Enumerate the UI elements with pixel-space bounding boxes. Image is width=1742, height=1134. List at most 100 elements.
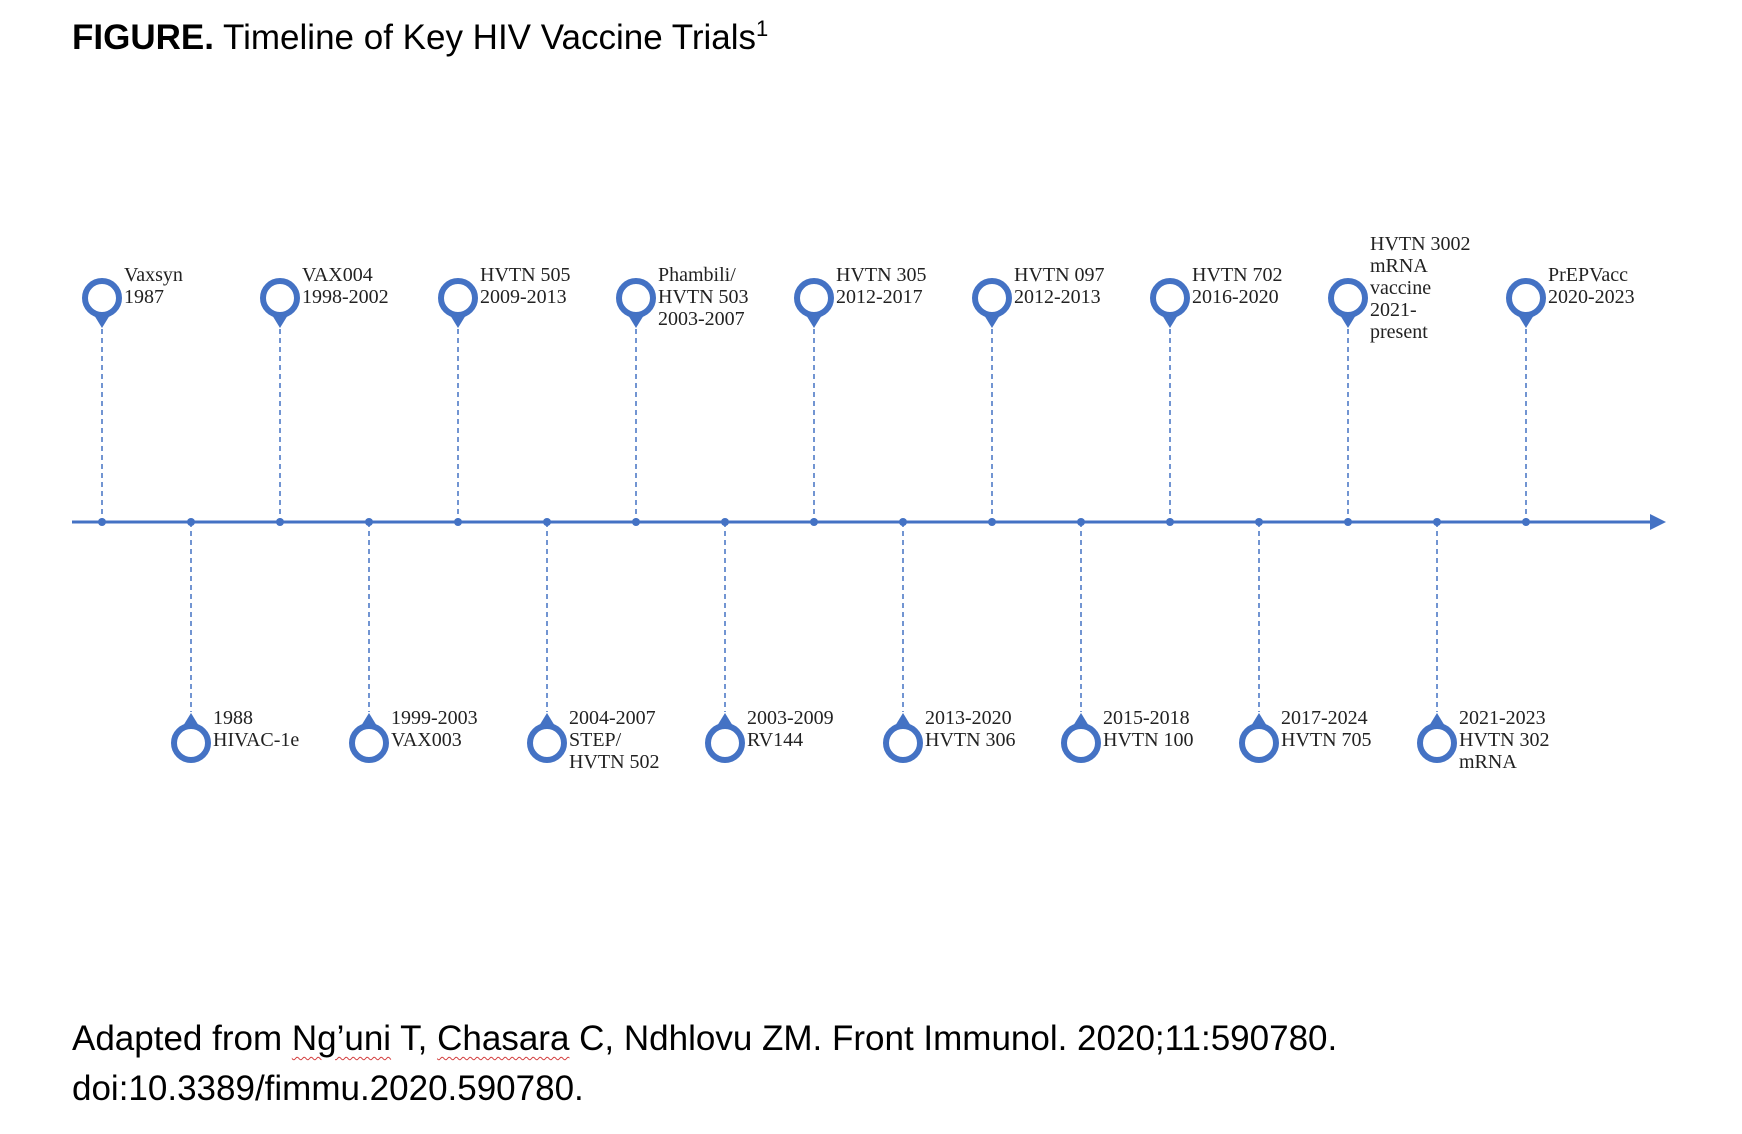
timeline-label-line: 2009-2013 [480, 286, 567, 308]
timeline-label-line: HIVAC-1e [213, 729, 300, 751]
timeline-label-line: 1987 [124, 286, 164, 308]
timeline-item-above [972, 278, 1012, 526]
timeline-item-below [1417, 518, 1457, 763]
axis-dot [810, 518, 818, 526]
timeline-item-below [349, 518, 389, 763]
timeline-item-below [705, 518, 745, 763]
timeline-label-line: 2020-2023 [1548, 286, 1635, 308]
axis-dot [1077, 518, 1085, 526]
map-pin-icon [883, 713, 923, 763]
timeline-label-line: 2017-2024 [1281, 707, 1368, 729]
timeline-label-line: HVTN 702 [1192, 264, 1283, 286]
timeline-label-line: 2003-2007 [658, 308, 745, 330]
map-pin-icon [794, 278, 834, 328]
map-pin-icon [260, 278, 300, 328]
figure-title-superscript: 1 [756, 16, 769, 41]
axis-dot [721, 518, 729, 526]
map-pin-icon [616, 278, 656, 328]
axis-dot [543, 518, 551, 526]
citation-middle-1: T, [391, 1019, 438, 1058]
timeline-item-above [82, 278, 122, 526]
timeline-label-line: 2012-2017 [836, 286, 923, 308]
axis-dot [365, 518, 373, 526]
map-pin-icon [705, 713, 745, 763]
timeline-label-line: vaccine [1370, 277, 1432, 299]
citation-author-1: Ng’uni [291, 1019, 392, 1058]
timeline-label-line: 1988 [213, 707, 253, 729]
axis-dot [98, 518, 106, 526]
timeline-label-line: mRNA [1370, 255, 1428, 277]
timeline-item-below [527, 518, 567, 763]
timeline-label-line: HVTN 302 [1459, 729, 1550, 751]
timeline-label-line: HVTN 502 [569, 751, 660, 773]
map-pin-icon [1328, 278, 1368, 328]
timeline-label-line: mRNA [1459, 751, 1517, 773]
axis-dot [1166, 518, 1174, 526]
timeline-label-line: HVTN 505 [480, 264, 571, 286]
map-pin-icon [171, 713, 211, 763]
map-pin-icon [82, 278, 122, 328]
timeline-label-line: VAX003 [391, 729, 462, 751]
map-pin-icon [349, 713, 389, 763]
map-pin-icon [1061, 713, 1101, 763]
timeline-label-line: 2004-2007 [569, 707, 656, 729]
axis-dot [454, 518, 462, 526]
timeline-item-below [1061, 518, 1101, 763]
axis-dot [1433, 518, 1441, 526]
timeline-label-line: 1998-2002 [302, 286, 389, 308]
axis-dot [1522, 518, 1530, 526]
citation-rest: C, Ndhlovu ZM. Front Immunol. 2020;11:59… [569, 1019, 1338, 1058]
timeline-label-line: RV144 [747, 729, 804, 751]
timeline-label-line: present [1370, 321, 1428, 343]
map-pin-icon [1150, 278, 1190, 328]
map-pin-icon [527, 713, 567, 763]
axis-dot [988, 518, 996, 526]
timeline-item-above [794, 278, 834, 526]
timeline-label-line: Phambili/ [658, 264, 736, 286]
timeline-label-line: HVTN 503 [658, 286, 749, 308]
axis-dot [1255, 518, 1263, 526]
timeline-label-line: 2015-2018 [1103, 707, 1190, 729]
timeline-label-line: 2003-2009 [747, 707, 834, 729]
timeline-label-line: Vaxsyn [124, 264, 183, 286]
axis-dot [632, 518, 640, 526]
axis-dot [276, 518, 284, 526]
timeline-axis [72, 514, 1666, 530]
timeline-item-above [1506, 278, 1546, 526]
citation-doi: doi:10.3389/fimmu.2020.590780. [72, 1069, 584, 1108]
timeline-item-above [260, 278, 300, 526]
timeline-label-line: HVTN 097 [1014, 264, 1105, 286]
timeline-label-line: 2013-2020 [925, 707, 1012, 729]
timeline-item-above [1150, 278, 1190, 526]
map-pin-icon [1239, 713, 1279, 763]
timeline-label-line: 1999-2003 [391, 707, 478, 729]
timeline-label-line: VAX004 [302, 264, 373, 286]
axis-dot [1344, 518, 1352, 526]
timeline-label-line: 2021-2023 [1459, 707, 1546, 729]
timeline-label-line: 2021- [1370, 299, 1417, 321]
timeline-label-line: STEP/ [569, 729, 622, 751]
timeline-item-above [438, 278, 478, 526]
axis-dot [899, 518, 907, 526]
citation-line-1: Adapted from Ng’uni T, Chasara C, Ndhlov… [72, 1014, 1337, 1064]
timeline-label-line: 2012-2013 [1014, 286, 1101, 308]
timeline-item-below [171, 518, 211, 763]
timeline-arrowhead [1650, 514, 1666, 530]
timeline-label-line: 2016-2020 [1192, 286, 1279, 308]
